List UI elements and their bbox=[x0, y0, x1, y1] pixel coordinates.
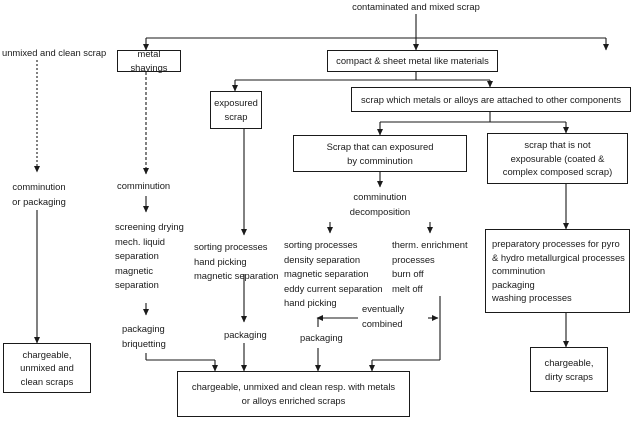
top-label: contaminated and mixed scrap bbox=[352, 1, 480, 12]
chargeable-enriched-box: chargeable, unmixed and clean resp. with… bbox=[177, 371, 410, 417]
therm-enrichment-text: therm. enrichment processes burn off mel… bbox=[392, 239, 468, 294]
sorting-hand-picking-text: sorting processes hand picking magnetic … bbox=[194, 241, 279, 282]
chargeable-unmixed-clean-box: chargeable, unmixed and clean scraps bbox=[3, 343, 91, 393]
packaging-text-mid: packaging bbox=[224, 329, 267, 340]
scrap-not-exposable-box: scrap that is not exposurable (coated & … bbox=[487, 133, 628, 184]
eventually-combined-text: eventually combined bbox=[362, 303, 405, 329]
compact-sheet-metal-box: compact & sheet metal like materials bbox=[327, 50, 498, 72]
unmixed-clean-label: unmixed and clean scrap bbox=[2, 47, 107, 58]
preparatory-processes-box: preparatory processes for pyro & hydro m… bbox=[485, 229, 630, 313]
comminution-or-packaging-text: comminution or packaging bbox=[12, 181, 66, 207]
screening-drying-text: screening drying mech. liquid separation… bbox=[115, 221, 184, 291]
comminution-decomposition-text: comminution decomposition bbox=[349, 191, 411, 217]
packaging-text-right: packaging bbox=[300, 332, 343, 343]
exposured-scrap-box: exposured scrap bbox=[210, 91, 262, 129]
chargeable-dirty-box: chargeable, dirty scraps bbox=[530, 347, 608, 392]
packaging-briquetting-text: packaging briquetting bbox=[122, 323, 166, 349]
sorting-density-text: sorting processes density separation mag… bbox=[284, 239, 383, 309]
shavings-comminution-text: comminution bbox=[117, 180, 171, 191]
scrap-exposable-box: Scrap that can exposured by comminution bbox=[293, 135, 467, 172]
scrap-attached-box: scrap which metals or alloys are attache… bbox=[351, 87, 631, 112]
metal-shavings-box: metal shavings bbox=[117, 48, 181, 73]
